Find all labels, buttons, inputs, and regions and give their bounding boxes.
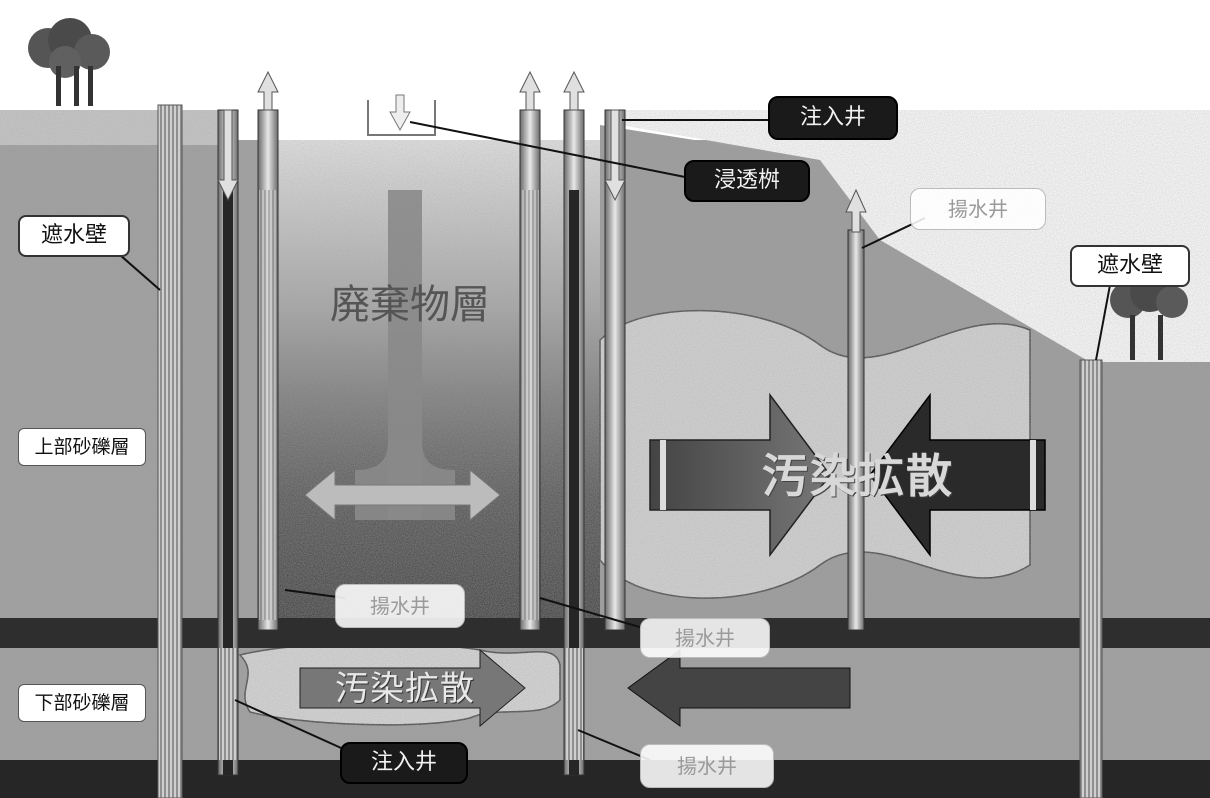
label-infiltration-basin: 浸透桝: [684, 160, 810, 202]
label-pumping-well-top: 揚水井: [910, 188, 1046, 230]
label-cutoff-wall-right: 遮水壁: [1070, 245, 1190, 287]
label-injection-well-bottom: 注入井: [340, 742, 468, 784]
cutoff-wall-left: [157, 104, 183, 798]
label-cutoff-wall-left: 遮水壁: [18, 215, 130, 257]
pollution-arrows-upper: [649, 392, 1046, 558]
infiltration-basin-icon: [367, 94, 436, 136]
clay-layer-lower: [0, 760, 1210, 798]
pollution-arrows-lower: [299, 648, 851, 728]
tree-icon: [28, 18, 110, 106]
label-pollution-spread-upper: 汚染拡散: [762, 449, 954, 503]
label-injection-well-top: 注入井: [768, 96, 898, 140]
label-pumping-well-right: 揚水井: [640, 618, 770, 658]
label-lower-gravel-layer: 下部砂礫層: [18, 684, 146, 722]
waste-leachate-flow: [304, 190, 501, 522]
label-waste-layer: 廃棄物層: [330, 282, 490, 328]
label-upper-gravel-layer: 上部砂礫層: [18, 428, 146, 466]
label-pumping-well-mid: 揚水井: [335, 584, 465, 628]
label-pollution-spread-lower: 汚染拡散: [335, 669, 475, 709]
label-pumping-well-bottom: 揚水井: [640, 744, 774, 788]
cutoff-wall-right: [1079, 359, 1103, 798]
sky: [0, 0, 1210, 110]
flow-arrows-wells: [217, 70, 867, 233]
